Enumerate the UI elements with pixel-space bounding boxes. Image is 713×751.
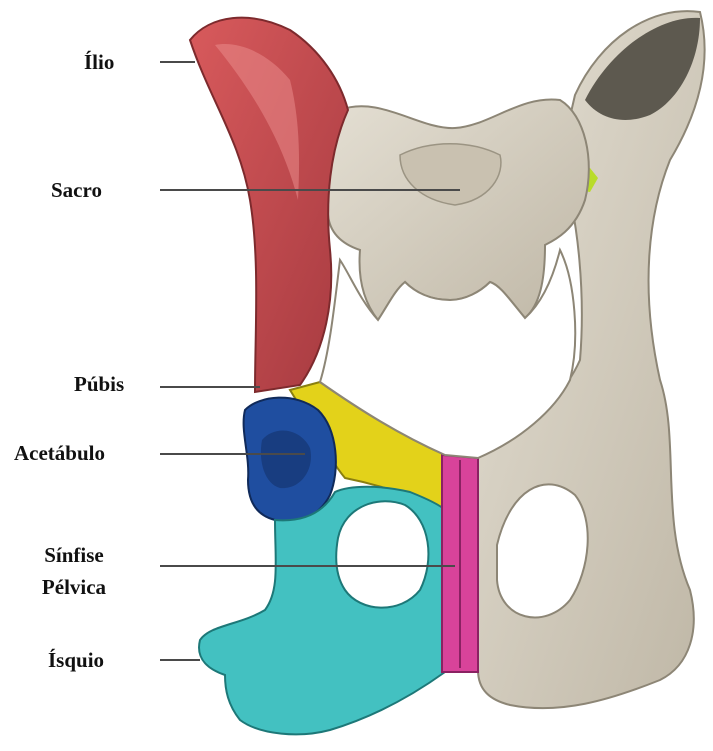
label-sinfise-line2: Pélvica xyxy=(24,572,124,602)
label-sinfise-pelvica: Sínfise Pélvica xyxy=(24,538,124,602)
label-sacro: Sacro xyxy=(51,178,102,202)
label-pubis: Púbis xyxy=(74,372,124,396)
left-obturator-foramen xyxy=(336,501,428,607)
label-ilio: Ílio xyxy=(84,50,114,74)
label-isquio: Ísquio xyxy=(48,648,104,672)
label-sinfise-line1: Sínfise xyxy=(24,538,124,572)
label-acetabulo: Acetábulo xyxy=(14,441,105,465)
